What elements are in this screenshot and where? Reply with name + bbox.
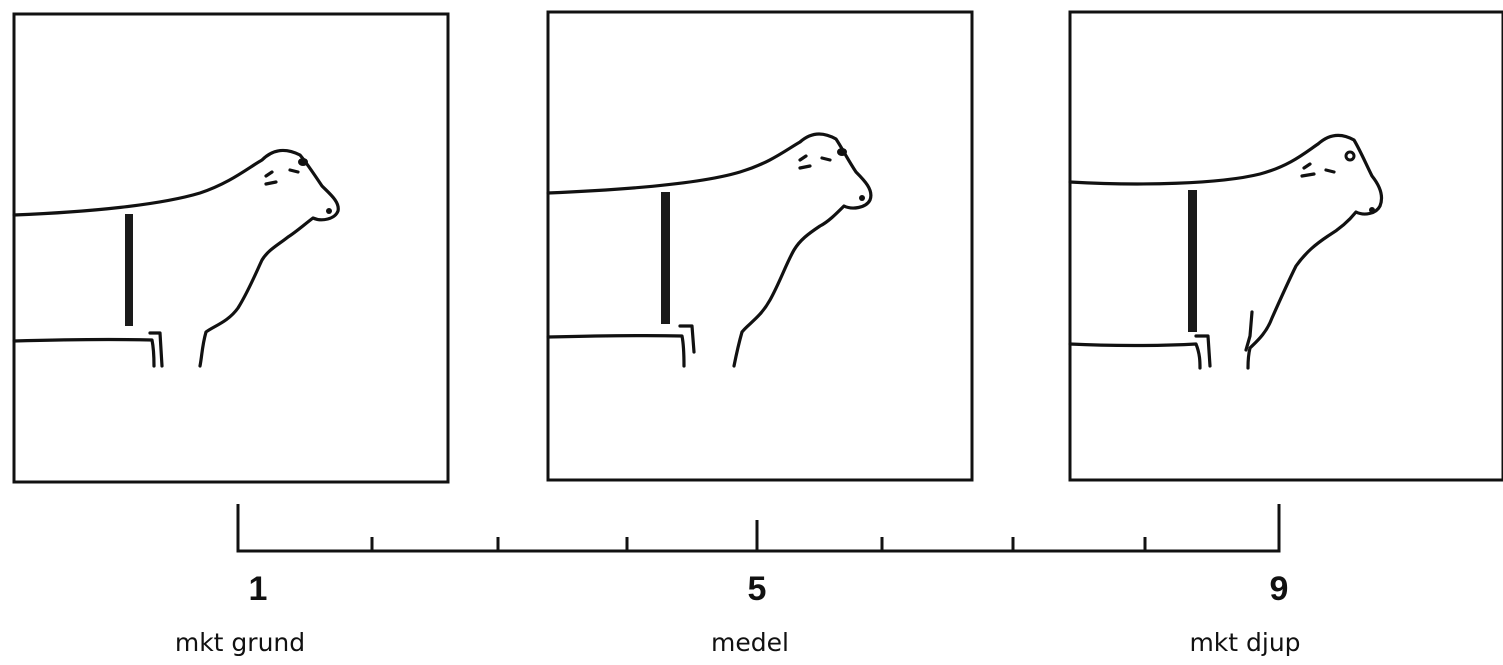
tick-label-max: 9 (1270, 570, 1289, 608)
panel-frame (12, 12, 450, 484)
tick-label-min: 1 (249, 570, 268, 608)
tick-label-mid: 5 (748, 570, 767, 608)
panel-shallow (12, 12, 450, 484)
caption-mid: medel (711, 628, 789, 657)
depth-bar (125, 214, 133, 326)
cow-outline (12, 148, 340, 368)
cow-outline (1068, 133, 1384, 370)
panel-deep (1068, 10, 1503, 482)
panel-frame (546, 10, 974, 482)
panel-frame (1068, 10, 1503, 482)
caption-high: mkt djup (1189, 628, 1301, 657)
depth-bar (1188, 190, 1197, 332)
depth-bar (661, 192, 670, 324)
cow-outline (546, 132, 873, 368)
caption-low: mkt grund (174, 628, 306, 657)
panel-medium (546, 10, 974, 482)
depth-scale: 1 5 9 (236, 504, 1289, 608)
